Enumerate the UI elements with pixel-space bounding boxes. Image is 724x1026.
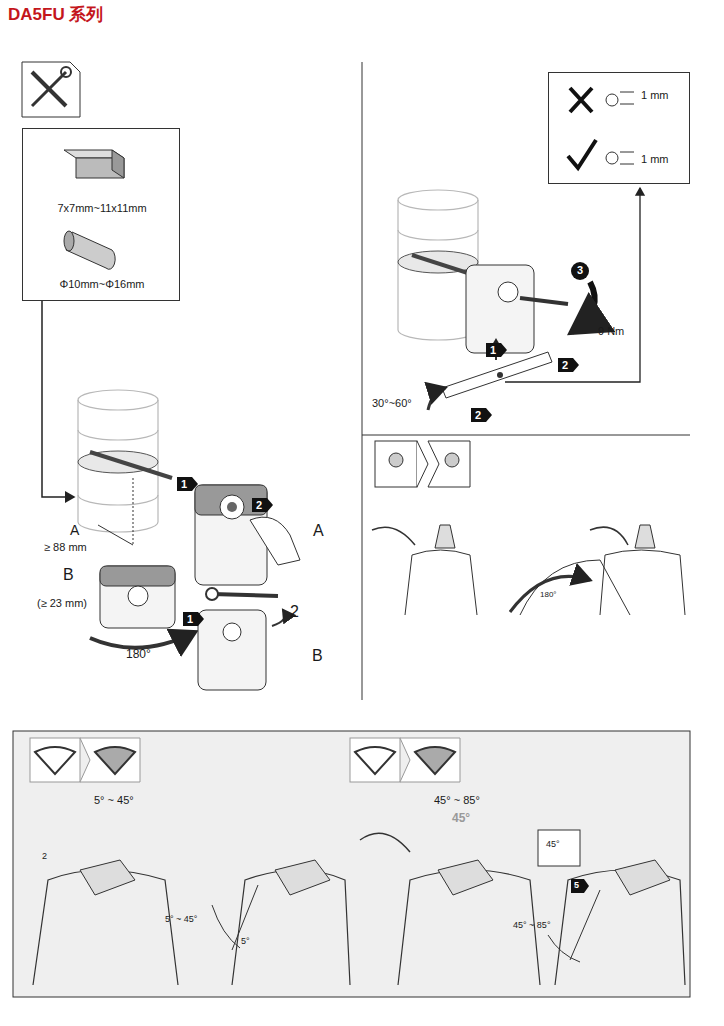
annotation-label: 180° bbox=[126, 648, 151, 662]
box-text: 1 mm bbox=[641, 89, 669, 102]
annotation-label: 5° bbox=[241, 936, 250, 946]
callout-number: 2 bbox=[256, 499, 262, 512]
annotation-label: A bbox=[313, 522, 324, 540]
annotation-label: 30°~60° bbox=[372, 397, 412, 410]
annotation-label: 5° ~ 45° bbox=[94, 794, 134, 807]
info-box: 7x7mm~11x11mmΦ10mm~Φ16mm bbox=[22, 128, 180, 301]
callout-number: 3 bbox=[577, 264, 583, 277]
callout-number: 1 bbox=[187, 613, 193, 626]
callout-number: 1 bbox=[181, 478, 187, 491]
annotation-label: 45° bbox=[452, 812, 470, 826]
annotation-label: 45° ~ 85° bbox=[434, 794, 480, 807]
annotation-label: 2 bbox=[290, 603, 299, 621]
info-box: 1 mm 1 mm bbox=[548, 72, 690, 184]
callout-number: 1 bbox=[490, 344, 496, 357]
box-text: 1 mm bbox=[641, 153, 669, 166]
callout-number: 5 bbox=[574, 880, 579, 890]
annotation-label: B bbox=[312, 647, 323, 665]
annotation-label: 180° bbox=[540, 590, 557, 599]
annotation-label: (≥ 23 mm) bbox=[37, 597, 87, 610]
annotation-label: 2 bbox=[42, 851, 47, 861]
annotation-label: A bbox=[70, 522, 79, 538]
page-title: DA5FU 系列 bbox=[8, 3, 103, 26]
annotation-label: 5° ~ 45° bbox=[165, 914, 197, 924]
box-text: Φ10mm~Φ16mm bbox=[59, 278, 144, 291]
annotation-label: 9 Nm bbox=[598, 325, 624, 338]
annotation-label: 45° bbox=[546, 839, 560, 849]
annotation-label: ≥ 88 mm bbox=[44, 541, 87, 554]
annotation-label: 45° ~ 85° bbox=[513, 920, 550, 930]
annotation-label: B bbox=[63, 566, 74, 584]
callout-number: 2 bbox=[562, 359, 568, 372]
box-text: 7x7mm~11x11mm bbox=[57, 202, 146, 215]
callout-number: 2 bbox=[475, 409, 481, 422]
